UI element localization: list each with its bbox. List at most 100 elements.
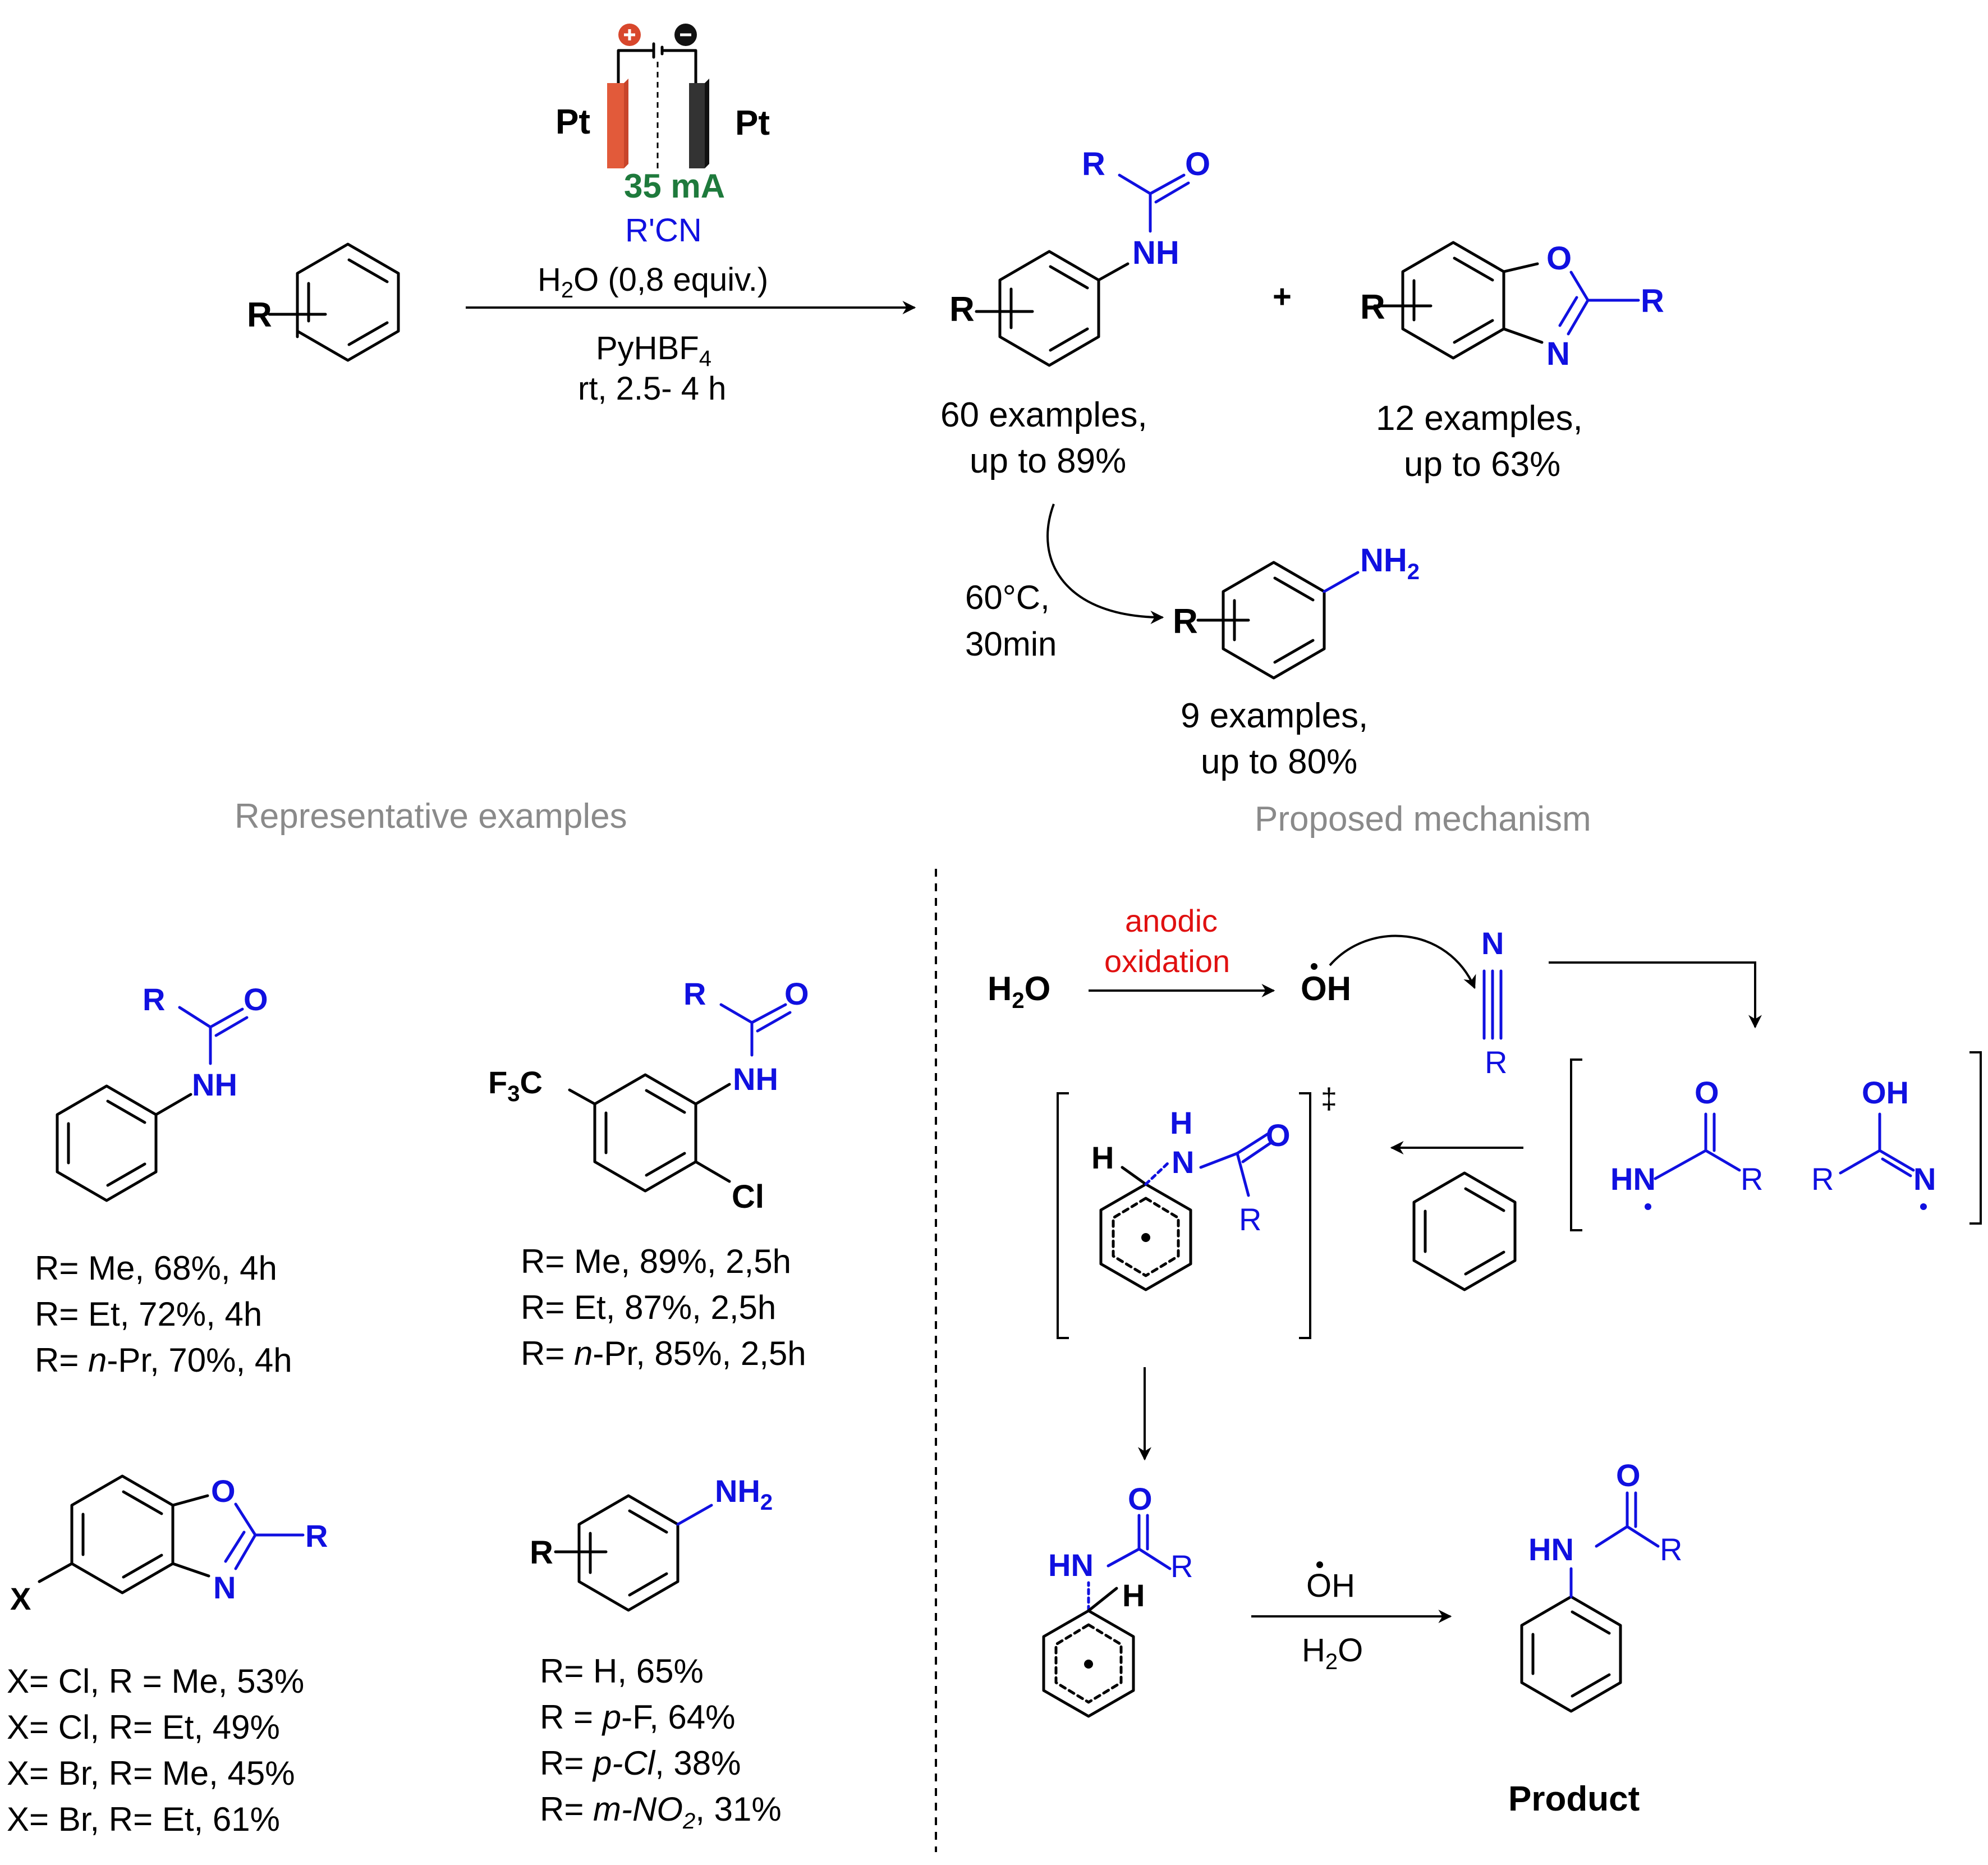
current-label: 35 mA bbox=[624, 167, 725, 205]
conditions-label: rt, 2.5- 4 h bbox=[578, 370, 726, 407]
oxidation-label: oxidation bbox=[1104, 943, 1230, 979]
ex2-line-1: R= Me, 89%, 2,5h bbox=[521, 1243, 791, 1280]
product-label: Product bbox=[1508, 1780, 1640, 1818]
hydroxyl-radical: OH bbox=[1301, 970, 1351, 1007]
ex3-line-3: X= Br, R= Me, 45% bbox=[7, 1754, 295, 1792]
ts-nh: H bbox=[1170, 1105, 1192, 1140]
benzoxazole-c2-r-label: R bbox=[1641, 283, 1664, 319]
ex4-line-1: R= H, 65% bbox=[540, 1652, 704, 1690]
amidyl-radical bbox=[1654, 1112, 1741, 1180]
nitrile-reagent: R'CN bbox=[625, 212, 702, 249]
attack-arrow bbox=[1329, 934, 1476, 989]
aniline-r-label: R bbox=[1173, 602, 1198, 641]
ex3-line-1: X= Cl, R = Me, 53% bbox=[7, 1662, 304, 1700]
ex3-n-label: N bbox=[213, 1570, 236, 1605]
nitrile-r: R bbox=[1485, 1044, 1507, 1080]
anilide-o-label: O bbox=[1185, 146, 1210, 182]
benzoxazole-n-label: N bbox=[1546, 336, 1570, 372]
ex3-line-4: X= Br, R= Et, 61% bbox=[7, 1800, 280, 1838]
ts-structure bbox=[1099, 1132, 1274, 1291]
ex1-line-1: R= Me, 68%, 4h bbox=[35, 1249, 277, 1287]
ex2-line-2: R= Et, 87%, 2,5h bbox=[521, 1289, 776, 1326]
ex3-r-label: R bbox=[305, 1518, 328, 1554]
anilide-examples-l2: up to 89% bbox=[970, 442, 1126, 480]
example-anilide-1 bbox=[56, 1006, 249, 1202]
ex4-line-4: R= m-NO2, 31% bbox=[540, 1790, 782, 1834]
mech-water: H2O bbox=[988, 970, 1050, 1013]
sigma-complex bbox=[1042, 1514, 1172, 1718]
anilide-examples-l1: 60 examples, bbox=[940, 396, 1147, 434]
benzoxazole-examples-l2: up to 63% bbox=[1404, 445, 1560, 484]
anilide-nh-label: NH bbox=[1132, 235, 1179, 271]
to-intermediate-arrow bbox=[1549, 961, 1762, 1029]
iminol-radical bbox=[1839, 1112, 1915, 1177]
rearomatization-water: H2O bbox=[1302, 1632, 1363, 1674]
benzoxazole-product bbox=[1373, 241, 1640, 360]
iminol-oh: OH bbox=[1862, 1075, 1909, 1110]
electrolysis-cell bbox=[607, 24, 709, 168]
anode-label: Pt bbox=[555, 103, 590, 141]
water-reagent: H2O (0,8 equiv.) bbox=[538, 262, 768, 303]
product-hn: HN bbox=[1528, 1532, 1574, 1567]
product-r: R bbox=[1660, 1532, 1682, 1567]
ts-dagger: ‡ bbox=[1321, 1083, 1337, 1115]
sigma-r: R bbox=[1170, 1548, 1193, 1584]
ex3-x-label: X bbox=[10, 1581, 31, 1616]
plus-sign: + bbox=[1273, 278, 1292, 315]
sigma-hn: HN bbox=[1048, 1547, 1094, 1583]
sigma-h: H bbox=[1122, 1578, 1145, 1613]
hydrolysis-arrow bbox=[1046, 503, 1164, 624]
hydrolysis-temp: 60°C, bbox=[965, 579, 1050, 616]
ts-n: N bbox=[1172, 1144, 1194, 1180]
mech-benzene bbox=[1412, 1171, 1517, 1291]
hydrolysis-time: 30min bbox=[965, 625, 1057, 663]
additive-reagent: PyHBF4 bbox=[596, 330, 711, 371]
amidyl-r: R bbox=[1741, 1161, 1763, 1197]
bracket-right bbox=[1969, 1051, 1982, 1225]
rearomatization-oh: OH bbox=[1306, 1568, 1355, 1604]
radical-dot bbox=[1311, 963, 1317, 970]
ex1-nh-label: NH bbox=[192, 1067, 237, 1102]
ex2-line-3: R= n-Pr, 85%, 2,5h bbox=[521, 1335, 806, 1372]
starting-arene bbox=[268, 242, 400, 362]
ex2-r-label: R bbox=[683, 976, 706, 1011]
sigma-o: O bbox=[1128, 1481, 1153, 1516]
ex1-line-3: R= n-Pr, 70%, 4h bbox=[35, 1341, 292, 1379]
amidyl-o: O bbox=[1695, 1075, 1719, 1110]
nitrile-n: N bbox=[1481, 925, 1504, 961]
aniline-examples-l2: up to 80% bbox=[1201, 743, 1357, 781]
mech-nitrile bbox=[1482, 969, 1503, 1040]
ex2-cl-label: Cl bbox=[732, 1179, 764, 1215]
iminol-r: R bbox=[1811, 1161, 1834, 1197]
ex4-line-3: R= p-Cl, 38% bbox=[540, 1744, 741, 1782]
benzoxazole-r-label: R bbox=[1360, 288, 1385, 327]
example-anilide-2 bbox=[568, 1003, 792, 1193]
ex1-o-label: O bbox=[244, 982, 268, 1017]
product-o: O bbox=[1616, 1458, 1641, 1493]
ts-bracket-right bbox=[1299, 1092, 1311, 1339]
ts-h: H bbox=[1091, 1140, 1114, 1175]
bracket-left bbox=[1570, 1058, 1582, 1231]
ex3-line-2: X= Cl, R= Et, 49% bbox=[7, 1708, 280, 1746]
anilide-product bbox=[975, 173, 1190, 367]
section-title-examples: Representative examples bbox=[235, 797, 627, 836]
ex2-cf3-label: F3C bbox=[488, 1065, 543, 1106]
section-title-mechanism: Proposed mechanism bbox=[1255, 800, 1591, 838]
ex1-r-label: R bbox=[143, 982, 165, 1017]
ex2-nh-label: NH bbox=[733, 1061, 778, 1097]
ex4-line-2: R = p-F, 64% bbox=[540, 1698, 736, 1736]
example-benzoxazole bbox=[38, 1474, 305, 1594]
anilide-acyl-r-label: R bbox=[1082, 146, 1105, 182]
ts-bracket-left bbox=[1057, 1092, 1069, 1339]
ex2-o-label: O bbox=[784, 976, 809, 1011]
aniline-product bbox=[1196, 561, 1360, 680]
ts-o: O bbox=[1266, 1117, 1291, 1153]
iminol-n: N bbox=[1913, 1161, 1936, 1197]
ts-r: R bbox=[1239, 1202, 1261, 1237]
benzoxazole-o-label: O bbox=[1546, 240, 1572, 277]
ex3-o-label: O bbox=[211, 1473, 236, 1509]
ex4-r-label: R bbox=[530, 1534, 553, 1571]
aniline-examples-l1: 9 examples, bbox=[1181, 696, 1368, 735]
cathode-label: Pt bbox=[735, 104, 770, 143]
